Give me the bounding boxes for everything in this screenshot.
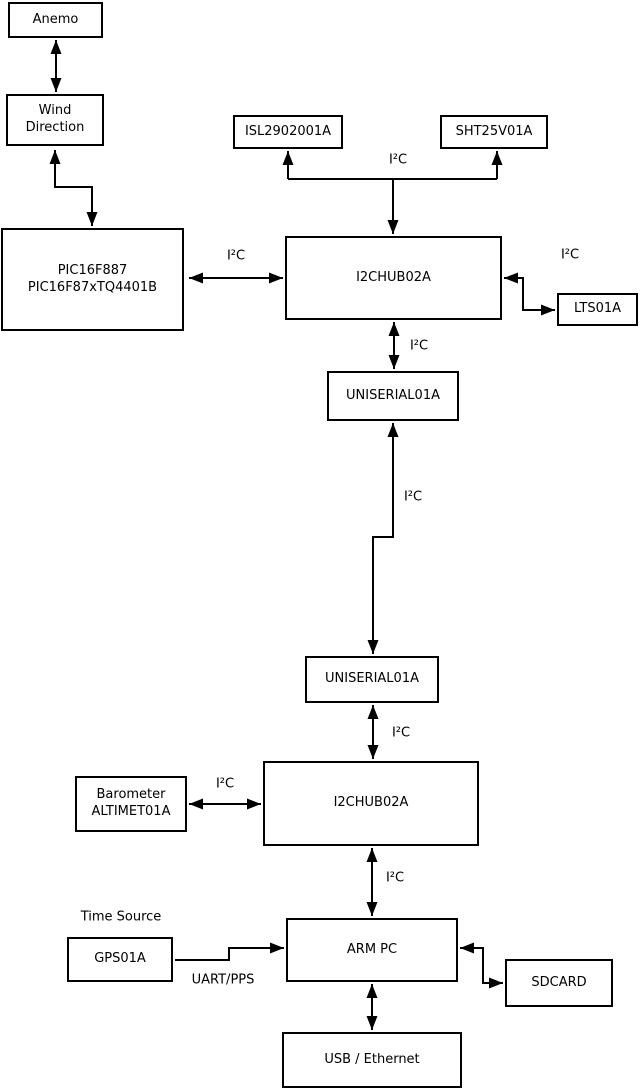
i2c-label-uniserial2-hub2: I²C: [391, 725, 411, 741]
node-usb-ethernet: USB / Ethernet: [282, 1032, 462, 1088]
i2c-label-hub1-uniserial1: I²C: [409, 338, 429, 354]
i2c-label-bus-top: I²C: [388, 152, 408, 168]
i2c-label-hub1-lts: I²C: [560, 247, 580, 263]
node-isl2902001a: ISL2902001A: [233, 115, 343, 149]
edge-uniserial1-uniserial2: [367, 423, 399, 654]
node-uniserial01a-bottom: UNISERIAL01A: [305, 656, 439, 703]
node-sht25v01a: SHT25V01A: [440, 115, 548, 149]
i2c-label-barometer-hub2: I²C: [215, 776, 235, 792]
node-wind-direction: Wind Direction: [6, 94, 104, 146]
node-uniserial01a-top: UNISERIAL01A: [327, 371, 459, 421]
edge-hub1-lts: [504, 272, 555, 316]
node-lts01a: LTS01A: [557, 293, 638, 326]
time-source-label: Time Source: [80, 909, 162, 925]
node-sdcard: SDCARD: [505, 959, 613, 1007]
node-arm-pc: ARM PC: [286, 918, 458, 982]
edge-armpc-sdcard: [460, 942, 503, 989]
i2c-label-uniserial1-uniserial2: I²C: [403, 489, 423, 505]
node-pic16f887: PIC16F887 PIC16F87xTQ4401B: [1, 228, 184, 331]
i2c-label-pic-hub1: I²C: [226, 248, 246, 264]
edge-wind-pic: [49, 150, 98, 226]
node-i2chub02a-top: I2CHUB02A: [285, 236, 502, 320]
edge-gps-armpc: [175, 942, 284, 961]
uart-pps-label: UART/PPS: [191, 972, 255, 988]
node-anemo: Anemo: [8, 2, 103, 38]
node-i2chub02a-bottom: I2CHUB02A: [263, 761, 479, 846]
node-gps01a: GPS01A: [67, 937, 173, 982]
i2c-label-hub2-armpc: I²C: [385, 870, 405, 886]
node-barometer-altimet01a: Barometer ALTIMET01A: [75, 776, 187, 832]
